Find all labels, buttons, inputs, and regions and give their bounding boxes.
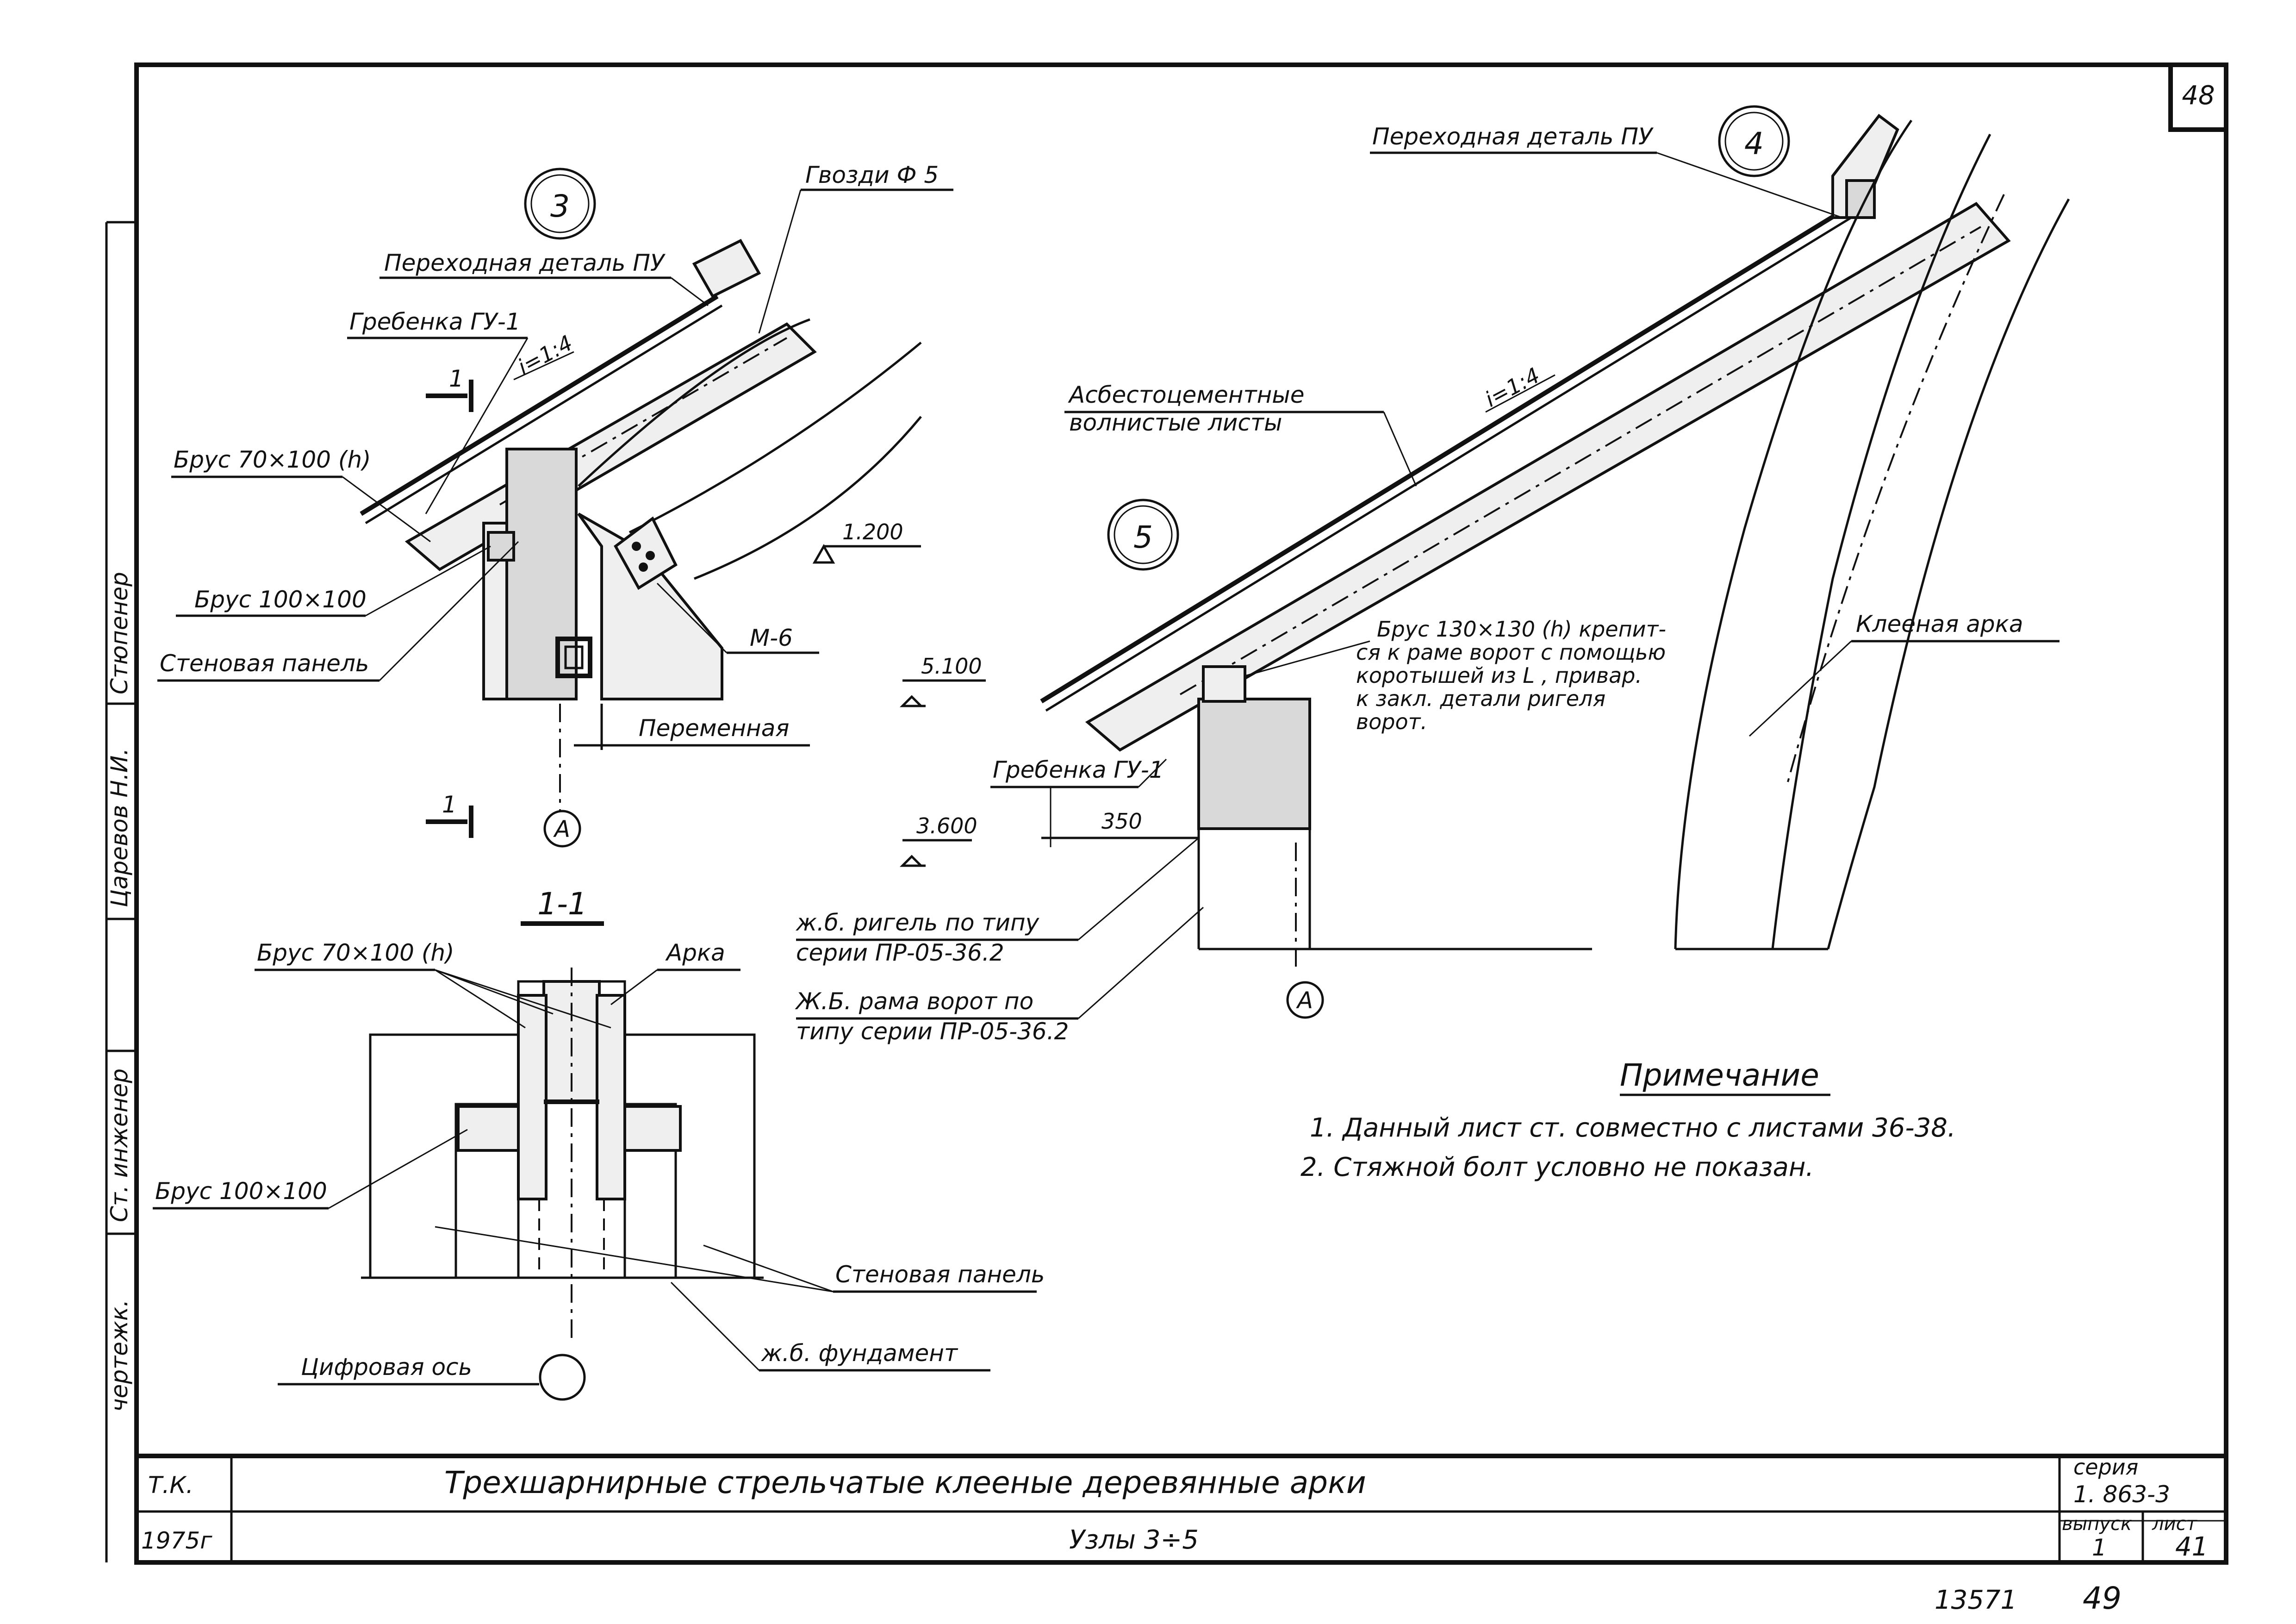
beam-130-line-4: к закл. детали ригеля bbox=[1356, 686, 1605, 711]
title-block: Т.К. 1975г Трехшарнирные стрельчатые кле… bbox=[137, 1454, 2226, 1562]
label-beam-70x100-section: Брус 70×100 (h) bbox=[257, 939, 454, 966]
sheet-number: 48 bbox=[2182, 81, 2215, 111]
node-4-detail: 4 Переходная деталь ПУ Асбестоцементные … bbox=[1040, 105, 2070, 950]
label-asbestos-sheets-1: Асбестоцементные bbox=[1068, 381, 1305, 408]
beam-130-line-5: ворот. bbox=[1356, 709, 1427, 734]
stamp-inventory: 13571 bbox=[1935, 1585, 2017, 1615]
series-label: серия bbox=[2073, 1455, 2138, 1480]
note-2: 2. Стяжной болт условно не показан. bbox=[1300, 1152, 1814, 1182]
notes-block: Примечание 1. Данный лист ст. совместно … bbox=[1300, 1057, 1956, 1182]
dim-350: 350 bbox=[1101, 809, 1142, 834]
label-transition-detail: Переходная деталь ПУ bbox=[384, 250, 666, 276]
label-wall-panel: Стеновая панель bbox=[160, 650, 369, 677]
series-value: 1. 863-3 bbox=[2073, 1481, 2170, 1508]
label-frame-1: Ж.Б. рама ворот по bbox=[795, 988, 1033, 1015]
label-asbestos-sheets-2: волнистые листы bbox=[1069, 409, 1282, 436]
label-glued-arch: Клееная арка bbox=[1856, 611, 2023, 637]
label-digital-axis: Цифровая ось bbox=[301, 1354, 472, 1380]
node-5-axis-label: А bbox=[1296, 987, 1313, 1014]
label-comb-5: Гребенка ГУ-1 bbox=[993, 756, 1164, 783]
node-5-number: 5 bbox=[1133, 519, 1153, 555]
label-transition-detail-4: Переходная деталь ПУ bbox=[1372, 123, 1654, 150]
beam-130-line-3: коротышей из L , привар. bbox=[1356, 663, 1642, 688]
issue-label: выпуск bbox=[2062, 1513, 2132, 1535]
notes-title: Примечание bbox=[1620, 1057, 1819, 1093]
archive-stamp: 13571 49 bbox=[1935, 1580, 2122, 1616]
title-main: Трехшарнирные стрельчатые клееные деревя… bbox=[444, 1465, 1366, 1500]
label-arch-section: Арка bbox=[665, 939, 725, 966]
sheet-frame: 48 bbox=[105, 62, 2228, 1565]
label-variable: Переменная bbox=[639, 715, 789, 742]
drawn-by: чертежк. bbox=[106, 1299, 133, 1412]
stamp-page: 49 bbox=[2083, 1580, 2122, 1616]
label-nails: Гвозди Ф 5 bbox=[805, 162, 939, 188]
section-1-1: 1-1 Брус 70×100 (h) Арка Брус 100×100 bbox=[153, 886, 1045, 1401]
sheet-value: 41 bbox=[2175, 1532, 2208, 1562]
sheet-label: лист bbox=[2152, 1513, 2198, 1535]
issue-value: 1 bbox=[2092, 1534, 2107, 1561]
title-org: Т.К. bbox=[148, 1472, 193, 1499]
section-title: 1-1 bbox=[537, 886, 587, 922]
label-wall-panel-section: Стеновая панель bbox=[835, 1261, 1045, 1288]
node-4-number: 4 bbox=[1744, 126, 1764, 162]
section-mark-top: 1 bbox=[449, 365, 464, 392]
label-m6: М-6 bbox=[750, 625, 793, 651]
engineer-title: Ст. инженер bbox=[106, 1068, 133, 1222]
checker-name: Царевов Н.И. bbox=[106, 748, 133, 907]
node-3-axis-label: А bbox=[553, 816, 570, 843]
section-mark-bottom: 1 bbox=[442, 791, 457, 818]
label-foundation: ж.б. фундамент bbox=[761, 1340, 958, 1367]
designer-name: Стюпенер bbox=[106, 572, 133, 694]
label-beam-100x100-section: Брус 100×100 bbox=[155, 1178, 327, 1205]
note-1: 1. Данный лист ст. совместно с листами 3… bbox=[1310, 1113, 1956, 1143]
title-year: 1975г bbox=[141, 1527, 212, 1554]
level-1200: 1.200 bbox=[842, 519, 903, 544]
label-crossbar-1: ж.б. ригель по типу bbox=[796, 909, 1040, 936]
label-beam-100x100: Брус 100×100 bbox=[194, 586, 367, 613]
slope-label-4: i=1:4 bbox=[1481, 362, 1544, 412]
left-margin: Стюпенер Царевов Н.И. Ст. инженер чертеж… bbox=[106, 572, 133, 1412]
label-beam-70x100: Брус 70×100 (h) bbox=[174, 446, 371, 473]
beam-130-line-2: ся к раме ворот с помощью bbox=[1356, 640, 1666, 665]
title-subtitle: Узлы 3÷5 bbox=[1069, 1525, 1199, 1555]
node-5-detail: 5 А Брус 130×130 (h) крепит- ся к раме в… bbox=[795, 499, 1666, 1045]
beam-130-line-1: Брус 130×130 (h) крепит- bbox=[1377, 617, 1666, 642]
label-crossbar-2: серии ПР-05-36.2 bbox=[796, 939, 1004, 966]
level-3600: 3.600 bbox=[916, 813, 977, 838]
node-3-detail: 3 А Гвозди Ф 5 Перех bbox=[157, 162, 953, 848]
level-5100: 5.100 bbox=[921, 654, 982, 679]
node-3-number: 3 bbox=[550, 188, 570, 224]
label-comb: Гребенка ГУ-1 bbox=[349, 308, 521, 335]
label-frame-2: типу серии ПР-05-36.2 bbox=[796, 1018, 1069, 1045]
